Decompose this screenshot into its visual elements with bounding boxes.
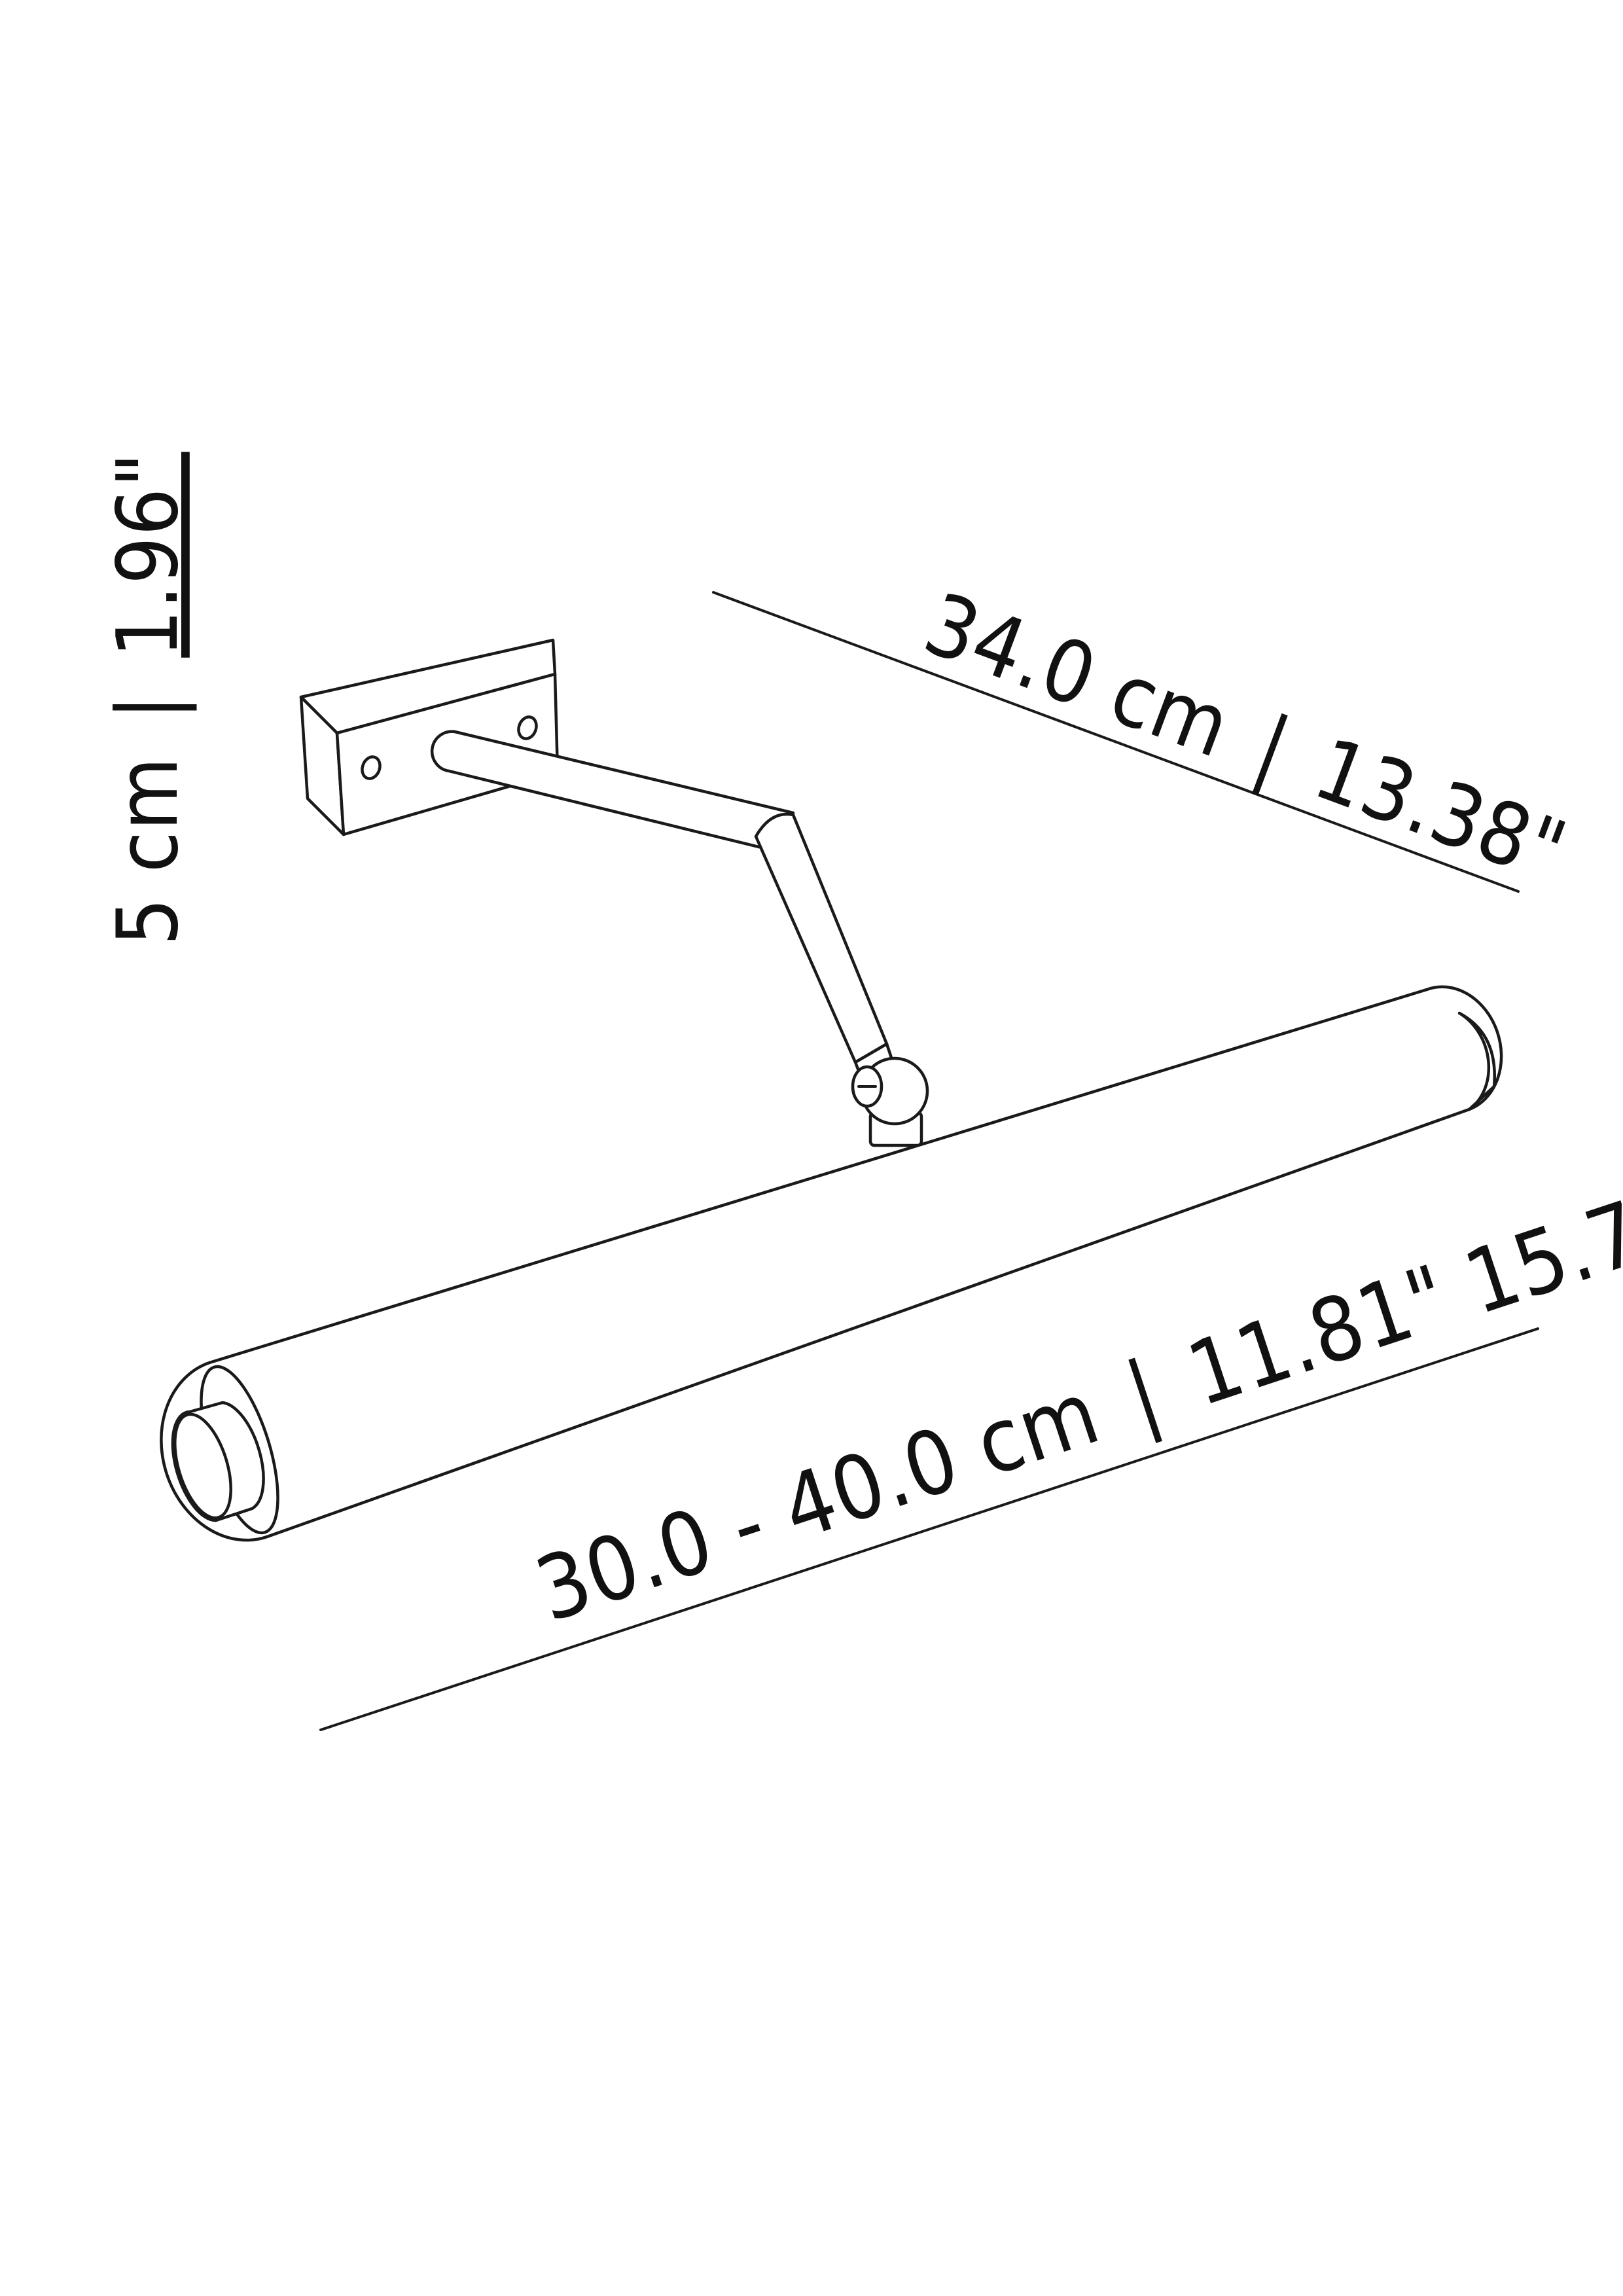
light-cylinder	[160, 985, 1503, 1542]
screw-hole-icon	[361, 755, 382, 780]
wall-plate	[299, 638, 560, 836]
right-end-cap	[1457, 1011, 1496, 1111]
upper-arm	[430, 730, 795, 854]
screw-hole-icon	[517, 715, 538, 740]
projection-dimension-line	[712, 591, 1520, 893]
height-dimension-label: 5 cm | 1.96"	[99, 452, 197, 946]
lower-arm	[754, 812, 895, 1083]
swivel-joint	[851, 1056, 929, 1147]
projection-dimension-label: 34.0 cm | 13.38"	[912, 574, 1578, 902]
width-dimension-line	[319, 1327, 1539, 1731]
